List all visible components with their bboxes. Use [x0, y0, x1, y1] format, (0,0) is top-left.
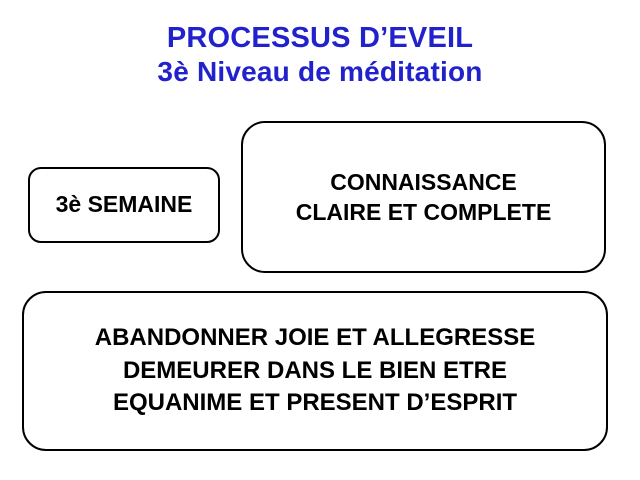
title-line-1: PROCESSUS D’EVEIL: [166, 22, 474, 54]
box-connaissance: CONNAISSANCE CLAIRE ET COMPLETE: [241, 121, 606, 273]
box-abandonner-line-3: EQUANIME ET PRESENT D’ESPRIT: [112, 389, 518, 417]
box-abandonner-text: ABANDONNER JOIE ET ALLEGRESSE DEMEURER D…: [24, 322, 606, 421]
box-semaine-text: 3è SEMAINE: [30, 191, 218, 218]
box-connaissance-line-2: CLAIRE ET COMPLETE: [295, 199, 552, 225]
box-semaine-line-1: 3è SEMAINE: [55, 191, 193, 218]
box-connaissance-line-1: CONNAISSANCE: [330, 168, 517, 195]
box-semaine: 3è SEMAINE: [28, 167, 220, 243]
box-abandonner-line-1: ABANDONNER JOIE ET ALLEGRESSE: [94, 323, 536, 351]
slide-title: PROCESSUS D’EVEIL 3è Niveau de méditatio…: [0, 24, 640, 86]
box-abandonner-line-2: DEMEURER DANS LE BIEN ETRE: [122, 356, 508, 384]
title-line-2: 3è Niveau de méditation: [157, 56, 483, 87]
box-abandonner: ABANDONNER JOIE ET ALLEGRESSE DEMEURER D…: [22, 291, 608, 451]
box-connaissance-text: CONNAISSANCE CLAIRE ET COMPLETE: [243, 167, 604, 228]
